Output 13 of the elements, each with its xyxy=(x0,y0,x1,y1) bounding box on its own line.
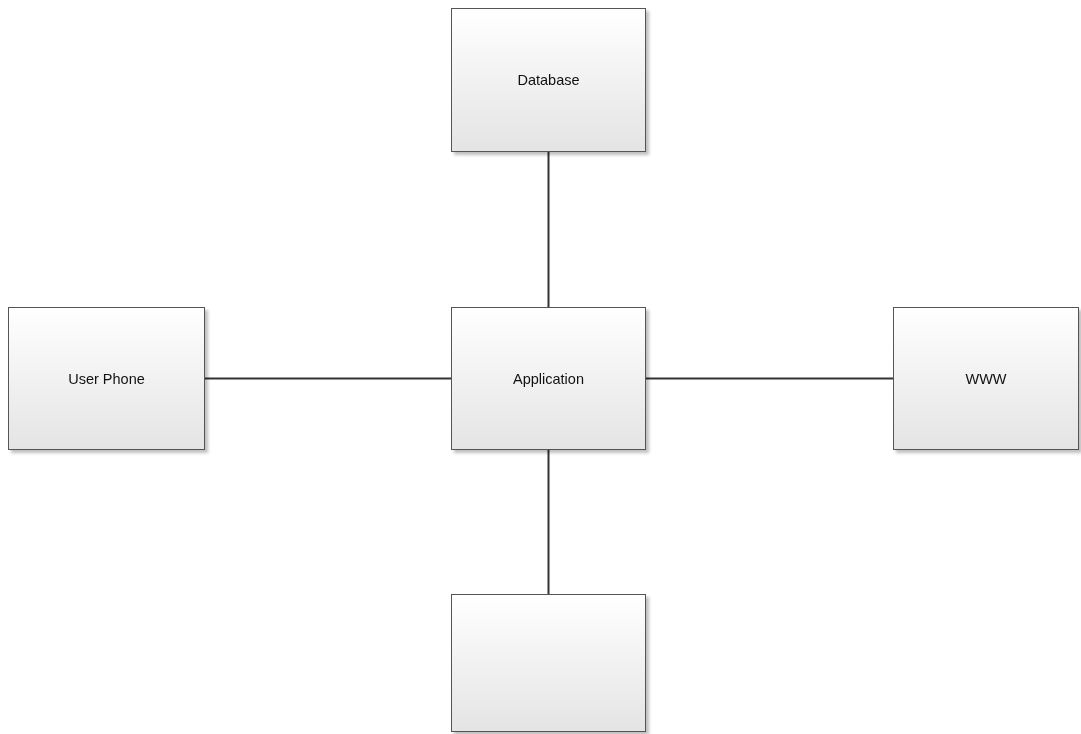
node-label: Application xyxy=(513,370,584,387)
node-label: User Phone xyxy=(68,370,145,387)
process-box xyxy=(451,307,646,450)
node-label: WWW xyxy=(965,370,1007,387)
empty-box xyxy=(451,594,646,732)
connector-line xyxy=(547,151,550,308)
connector-line xyxy=(645,377,894,380)
connector-line xyxy=(547,449,550,595)
process-box xyxy=(8,307,205,450)
node-label: Database xyxy=(517,72,580,88)
process-box xyxy=(451,8,646,152)
process-box xyxy=(893,307,1079,450)
connector-line xyxy=(204,377,452,380)
